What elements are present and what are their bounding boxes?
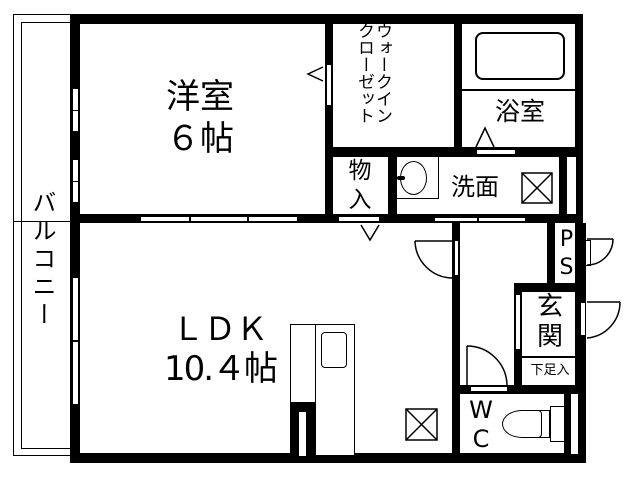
closet-door-3	[248, 216, 298, 222]
window-western-2	[72, 110, 79, 132]
washroom-door-1	[434, 217, 478, 222]
wall-left	[70, 14, 80, 463]
western-room-size: ６帖	[166, 119, 234, 159]
wall-right-ps	[578, 223, 586, 285]
ps-door-swing-icon	[586, 238, 614, 266]
kitchen-counter-right	[315, 324, 355, 456]
wash-basin	[397, 157, 439, 199]
storage-door-arrow-icon	[360, 224, 380, 242]
storage-door	[338, 216, 380, 222]
entrance-door-swing-icon	[586, 301, 621, 339]
washroom-door-2	[478, 217, 526, 222]
washroom-label: 洗面	[451, 173, 499, 201]
wash-basin-faucet	[397, 176, 405, 180]
ldk-size: 10.４帖	[163, 349, 278, 389]
window-ldk-2	[72, 341, 79, 405]
wall-wc-right	[564, 394, 570, 454]
balcony-label: バルコニー	[28, 190, 56, 330]
wall-top	[70, 14, 269, 24]
wc-label-line2: C	[472, 425, 490, 453]
bath-door-arrow-icon	[475, 126, 495, 148]
entrance-side-panel	[515, 294, 521, 350]
window-ldk-1	[72, 277, 79, 341]
shoe-box-line	[522, 356, 578, 358]
toilet-bowl	[502, 410, 542, 438]
wall-entrance-top	[514, 283, 586, 292]
wall-western-wic	[325, 14, 333, 223]
wall-storage-right	[388, 147, 397, 223]
ventilation-icon	[405, 408, 438, 441]
entrance-label-line1: 玄	[536, 292, 563, 322]
kitchen-counter-left	[290, 324, 317, 404]
wic-label-line1: ウォークイン	[372, 22, 392, 124]
kitchen-wall-gap	[299, 412, 306, 456]
washroom-right-line	[575, 157, 576, 214]
window-western-4	[72, 181, 79, 203]
closet-door-1	[140, 216, 190, 222]
wc-door-swing-icon	[466, 345, 508, 386]
wc-label-line1: W	[469, 396, 493, 424]
ldk-door	[454, 240, 459, 276]
wic-label-line2: クローゼット	[354, 22, 374, 124]
bathtub	[475, 32, 565, 80]
washing-machine-icon	[521, 172, 553, 204]
wall-ps-left	[547, 223, 555, 285]
western-room-name: 洋室	[166, 77, 234, 117]
shoe-box-label: 下足入	[530, 363, 570, 378]
wic-door-arrow-icon	[306, 66, 324, 82]
wc-door	[470, 386, 508, 392]
wall-entrance-right	[578, 283, 586, 463]
wall-wic-bath	[454, 14, 462, 154]
ldk-door-swing-icon	[414, 240, 454, 279]
entrance-door	[580, 302, 586, 336]
wic-door	[326, 64, 332, 106]
wall-washroom-right	[559, 147, 567, 223]
bathroom-label: 浴室	[494, 97, 545, 126]
wall-bottom	[70, 453, 583, 463]
bath-divider-line	[462, 89, 575, 91]
toilet-tank	[550, 406, 565, 442]
balcony-outer-box-low	[13, 14, 75, 456]
bath-door	[476, 149, 516, 155]
entrance-label-line2: 関	[536, 322, 563, 352]
ldk-name: ＬＤＫ	[171, 310, 268, 348]
wall-hall-left	[452, 223, 460, 463]
wall-wc-top	[452, 385, 586, 394]
storage-label-line2: 入	[348, 187, 372, 213]
kitchen-sink	[321, 332, 347, 368]
closet-door-2	[190, 216, 248, 222]
wall-top-right	[269, 14, 583, 24]
wall-wic-bottom	[325, 147, 583, 157]
wc-right-line	[570, 394, 578, 454]
ps-label-line2: S	[559, 255, 574, 280]
storage-label-line1: 物	[348, 158, 372, 184]
ps-label-line1: P	[559, 227, 574, 252]
balcony-inner-box	[21, 22, 75, 449]
